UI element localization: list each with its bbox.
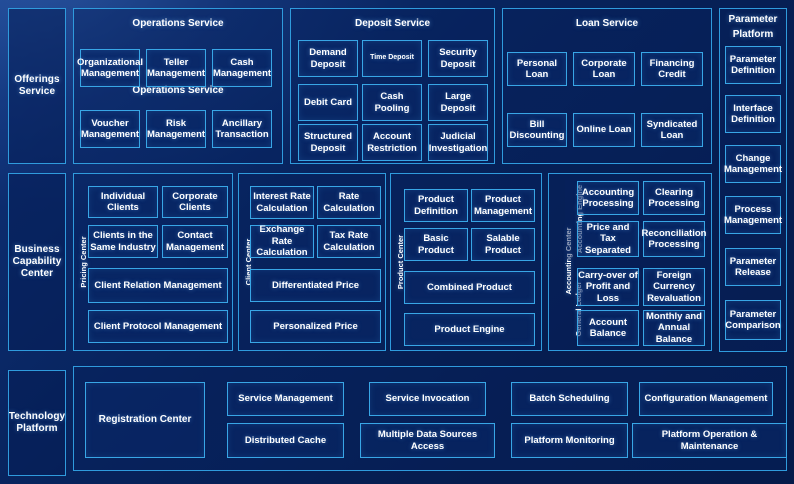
item-debit-card[interactable]: Debit Card — [298, 84, 358, 121]
item-combined-product[interactable]: Combined Product — [404, 271, 535, 304]
item-product-definition[interactable]: Product Definition — [404, 189, 468, 222]
item-online-loan[interactable]: Online Loan — [573, 113, 635, 147]
item-exchange-rate-calculation[interactable]: Exchange Rate Calculation — [250, 224, 314, 258]
item-teller-management[interactable]: Teller Management — [146, 49, 206, 87]
row-label-offerings-service: Offerings Service — [8, 8, 66, 164]
item-reconciliation-processing[interactable]: Reconciliation Processing — [642, 221, 706, 257]
item-large-deposit[interactable]: Large Deposit — [428, 84, 488, 121]
item-accounting-processing[interactable]: Accounting Processing — [577, 181, 639, 215]
group-title-loan-service: Loan Service — [575, 18, 639, 29]
sidebar-title-line1: Parameter — [728, 14, 778, 25]
item-basic-product[interactable]: Basic Product — [404, 228, 468, 261]
item-configuration-management[interactable]: Configuration Management — [639, 382, 773, 416]
item-clearing-processing[interactable]: Clearing Processing — [643, 181, 705, 215]
item-risk-management[interactable]: Risk Management — [146, 110, 206, 148]
sidebar-item-parameter-comparison[interactable]: Parameter Comparison — [725, 300, 781, 340]
row-label-technology-platform: Technology Platform — [8, 370, 66, 476]
item-account-restriction[interactable]: Account Restriction — [362, 124, 422, 161]
item-cash-pooling[interactable]: Cash Pooling — [362, 84, 422, 121]
item-differentiated-price[interactable]: Differentiated Price — [250, 269, 381, 302]
item-interest-rate-calculation[interactable]: Interest Rate Calculation — [250, 186, 314, 219]
item-price-and-tax-separated[interactable]: Price and Tax Separated — [577, 221, 639, 257]
item-distributed-cache[interactable]: Distributed Cache — [227, 423, 344, 458]
item-rate-calculation[interactable]: Rate Calculation — [317, 186, 381, 219]
sidebar-item-parameter-definition[interactable]: Parameter Definition — [725, 46, 781, 84]
item-client-protocol-management[interactable]: Client Protocol Management — [88, 310, 228, 343]
item-multiple-data-sources-access[interactable]: Multiple Data Sources Access — [360, 423, 495, 458]
item-account-balance[interactable]: Account Balance — [577, 310, 639, 346]
item-carry-over-profit-loss[interactable]: Carry-over of Profit and Loss — [577, 268, 639, 306]
group-title-operations-service: Operations Service — [132, 18, 224, 29]
item-security-deposit[interactable]: Security Deposit — [428, 40, 488, 77]
sidebar-title-line2: Platform — [732, 29, 774, 40]
item-registration-center[interactable]: Registration Center — [85, 382, 205, 458]
item-ancillary-transaction[interactable]: Ancillary Transaction — [212, 110, 272, 148]
item-monthly-annual-balance[interactable]: Monthly and Annual Balance — [643, 310, 705, 346]
item-batch-scheduling[interactable]: Batch Scheduling — [511, 382, 628, 416]
item-contact-management[interactable]: Contact Management — [162, 225, 228, 258]
item-service-invocation[interactable]: Service Invocation — [369, 382, 486, 416]
item-product-engine[interactable]: Product Engine — [404, 313, 535, 346]
item-individual-clients[interactable]: Individual Clients — [88, 186, 158, 218]
item-personal-loan[interactable]: Personal Loan — [507, 52, 567, 86]
item-voucher-management[interactable]: Voucher Management — [80, 110, 140, 148]
group-title-deposit-service: Deposit Service — [354, 18, 431, 29]
sidebar-item-process-management[interactable]: Process Management — [724, 196, 782, 234]
item-salable-product[interactable]: Salable Product — [471, 228, 535, 261]
item-judicial-investigation[interactable]: Judicial Investigation — [428, 124, 488, 161]
item-clients-same-industry[interactable]: Clients in the Same Industry — [88, 225, 158, 258]
item-time-deposit[interactable]: Time Deposit — [362, 40, 422, 77]
item-platform-monitoring[interactable]: Platform Monitoring — [511, 423, 628, 458]
item-bill-discounting[interactable]: Bill Discounting — [507, 113, 567, 147]
item-tax-rate-calculation[interactable]: Tax Rate Calculation — [317, 225, 381, 258]
item-syndicated-loan[interactable]: Syndicated Loan — [641, 113, 703, 147]
item-service-management[interactable]: Service Management — [227, 382, 344, 416]
item-demand-deposit[interactable]: Demand Deposit — [298, 40, 358, 77]
item-client-relation-management[interactable]: Client Relation Management — [88, 268, 228, 303]
sidebar-item-change-management[interactable]: Change Management — [724, 145, 782, 183]
item-organizational-management[interactable]: Organizational Management — [77, 49, 143, 87]
item-personalized-price[interactable]: Personalized Price — [250, 310, 381, 343]
item-foreign-currency-revaluation[interactable]: Foreign Currency Revaluation — [643, 268, 705, 306]
item-platform-operation-maintenance[interactable]: Platform Operation & Maintenance — [632, 423, 787, 458]
item-financing-credit[interactable]: Financing Credit — [641, 52, 703, 86]
group-title-operations-service-duplicate: Operations Service — [132, 85, 224, 96]
item-product-management[interactable]: Product Management — [471, 189, 535, 222]
item-corporate-loan[interactable]: Corporate Loan — [573, 52, 635, 86]
item-structured-deposit[interactable]: Structured Deposit — [298, 124, 358, 161]
row-label-business-capability-center: Business Capability Center — [8, 173, 66, 351]
sidebar-item-interface-definition[interactable]: Interface Definition — [725, 95, 781, 133]
item-cash-management[interactable]: Cash Management — [212, 49, 272, 87]
item-corporate-clients[interactable]: Corporate Clients — [162, 186, 228, 218]
sidebar-item-parameter-release[interactable]: Parameter Release — [725, 248, 781, 286]
